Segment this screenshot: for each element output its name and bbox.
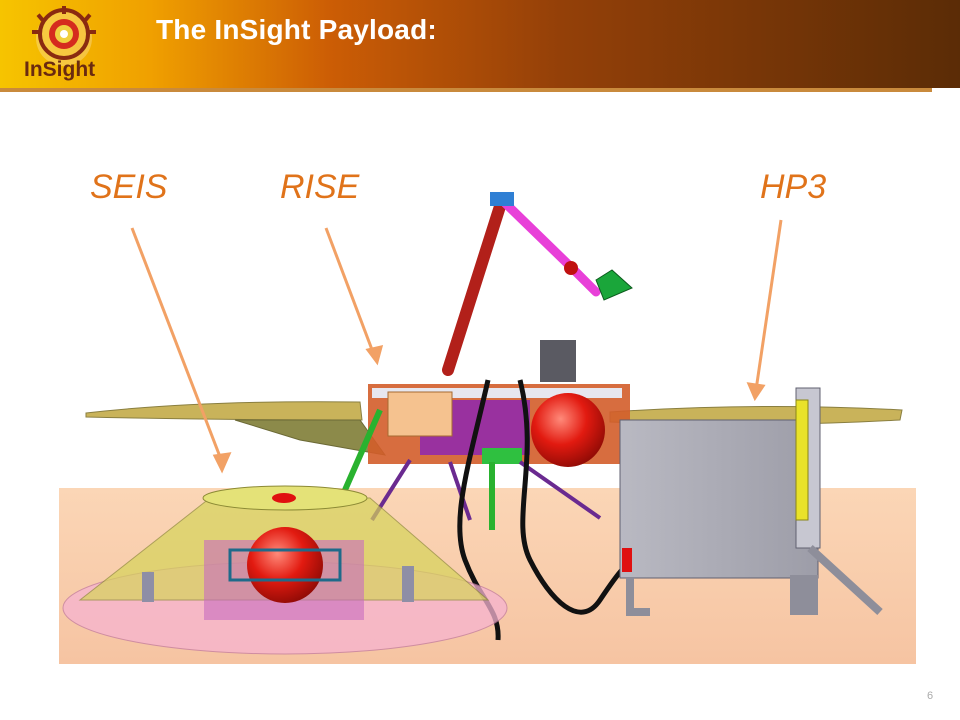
hp3-arrow — [754, 219, 783, 391]
page-title: The InSight Payload: — [156, 14, 437, 45]
seis-sphere — [247, 527, 323, 603]
seis-arrow — [130, 227, 224, 463]
header-underline — [0, 88, 932, 92]
header-bar — [0, 0, 960, 88]
logo-text: InSight — [24, 58, 96, 81]
label-hp3: HP3 — [760, 168, 827, 206]
hp3-instrument-box — [619, 419, 819, 579]
left-solar-panel — [85, 401, 363, 421]
insight-logo — [32, 6, 96, 66]
label-rise: RISE — [280, 168, 360, 206]
page-number: 6 — [927, 690, 934, 702]
label-seis: SEIS — [90, 168, 168, 206]
robotic-arm — [442, 194, 508, 376]
rise-arrow — [324, 227, 376, 356]
red-sphere-tank — [531, 393, 605, 467]
hp3-mole-tube — [795, 399, 809, 521]
